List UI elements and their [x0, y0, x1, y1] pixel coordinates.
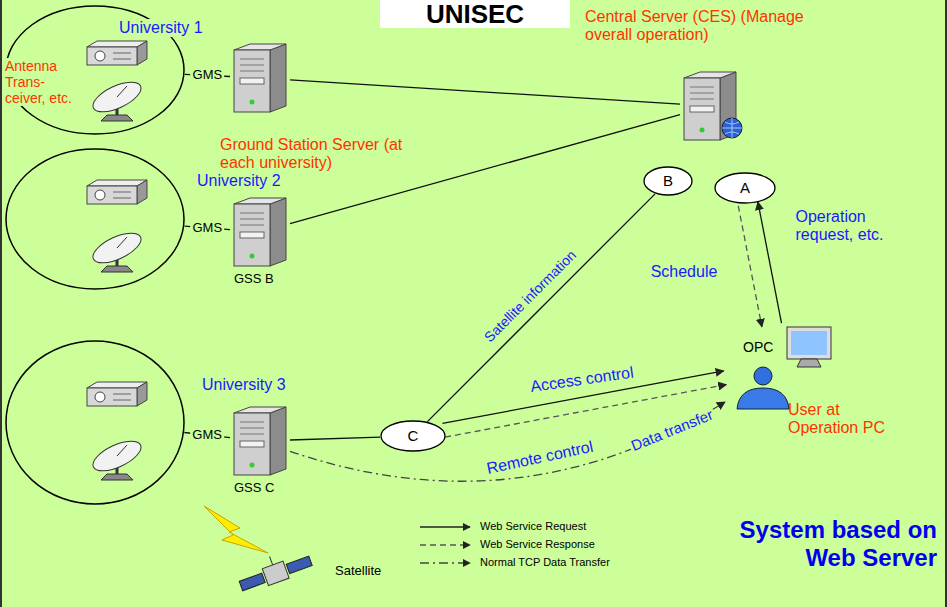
callout-note: Antenna Trans- ceiver, etc.	[3, 58, 85, 106]
node-label: GSS C	[234, 481, 274, 496]
ground-station-server-shape	[230, 42, 290, 114]
legend-sample	[420, 544, 470, 545]
edge-label: GMS	[191, 68, 225, 83]
legend-text: Web Service Response	[480, 538, 595, 551]
legend-sample	[420, 526, 470, 527]
node-label: University 3	[200, 376, 288, 394]
connector	[738, 206, 762, 327]
node-label: Central Server (CES) (Manage overall ope…	[585, 8, 815, 45]
connector	[290, 437, 380, 440]
ground-station-server: Ground Station Server (at each universit…	[230, 42, 290, 114]
operation-pc: OPCUser at Operation PC	[725, 325, 835, 410]
edge-label: GMS	[190, 428, 224, 443]
frame-line	[945, 0, 947, 607]
ground-station-server: GSS B	[230, 196, 290, 268]
node-label: C	[380, 427, 446, 444]
edge-label: Remote control	[483, 437, 597, 478]
edge-label: Schedule	[649, 263, 720, 281]
node-label: GSS B	[234, 272, 274, 287]
connector	[427, 194, 655, 422]
edge-label: Access control	[527, 363, 637, 396]
node-label: Ground Station Server (at each universit…	[220, 136, 410, 173]
university-site: University 3	[5, 340, 185, 505]
legend-sample	[420, 562, 470, 563]
operation-pc-shape	[725, 325, 835, 410]
diagram-title: UNISEC	[380, 0, 570, 28]
frame-line	[0, 0, 2, 607]
university-site: University 2	[5, 148, 185, 290]
node-label: A	[714, 179, 776, 196]
node-label: B	[643, 172, 693, 189]
legend-text: Web Service Request	[480, 520, 586, 533]
university-site-shape	[5, 340, 185, 505]
radio-link-bolt	[204, 506, 268, 553]
node-label: University 1	[117, 19, 205, 37]
node-name: OPC	[743, 339, 773, 355]
connector	[758, 202, 782, 323]
interface-point: A	[714, 172, 776, 204]
university-site-shape	[5, 148, 185, 290]
edge-label: Data transfer	[627, 405, 718, 455]
satellite-shape	[235, 548, 320, 600]
connector	[290, 115, 680, 224]
connector	[290, 80, 680, 104]
legend-text: Normal TCP Data Transfer	[480, 556, 610, 569]
edge-label: Operation request, etc.	[794, 208, 923, 245]
interface-point: C	[380, 420, 446, 452]
ground-station-server-shape	[230, 405, 290, 477]
ground-station-server-shape	[230, 196, 290, 268]
edge-label: GMS	[190, 220, 224, 235]
node-label: User at Operation PC	[788, 401, 900, 438]
central-server-shape	[680, 70, 742, 142]
ground-station-server: GSS C	[230, 405, 290, 477]
node-label: Satellite	[335, 564, 381, 579]
node-label: University 2	[195, 172, 283, 190]
central-server: Central Server (CES) (Manage overall ope…	[680, 70, 742, 142]
connector	[290, 402, 725, 481]
edge-label: Satellite information	[479, 246, 580, 347]
satellite: Satellite	[235, 548, 320, 600]
system-note: System based on Web Server	[737, 516, 937, 571]
interface-point: B	[643, 166, 693, 196]
